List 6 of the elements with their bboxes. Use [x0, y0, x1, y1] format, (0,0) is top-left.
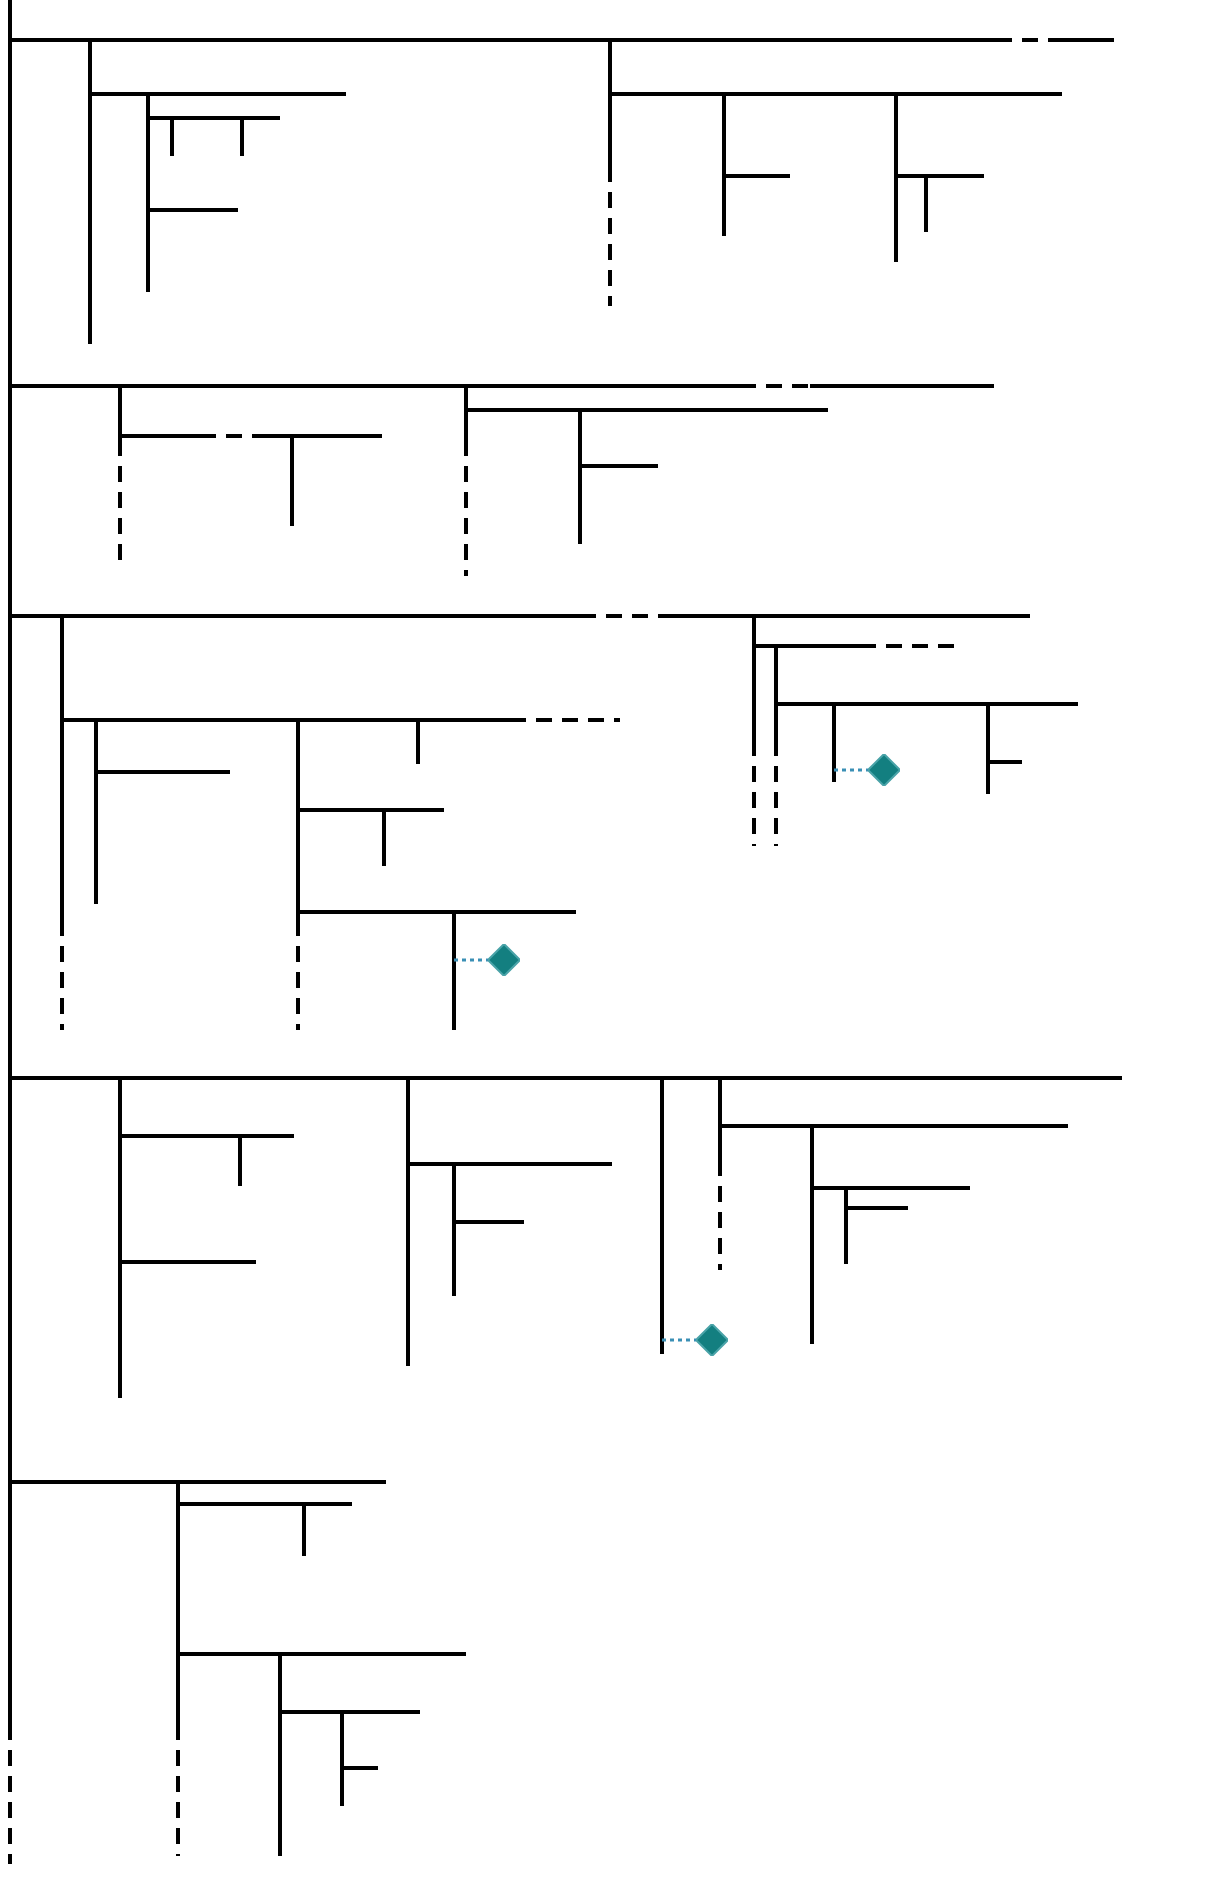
leader-line — [662, 1338, 696, 1342]
diamond-marker — [488, 944, 520, 976]
diamond-marker — [696, 1324, 728, 1356]
diamond-marker — [868, 754, 900, 786]
leader-line — [834, 768, 868, 772]
leader-line — [454, 958, 488, 962]
